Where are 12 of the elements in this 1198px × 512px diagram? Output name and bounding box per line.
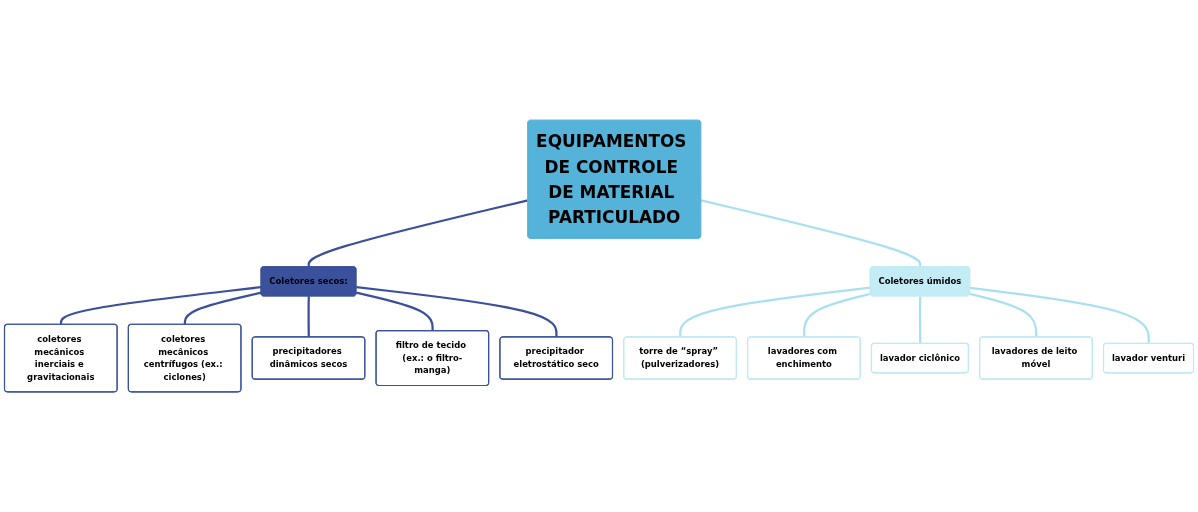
connector [356, 291, 434, 331]
connector [803, 292, 871, 338]
connector [183, 291, 262, 325]
connector [307, 199, 529, 267]
connector [307, 296, 310, 338]
connector [59, 286, 262, 325]
connector [700, 199, 922, 267]
connector [969, 286, 1150, 344]
connector [356, 286, 558, 338]
connector [969, 292, 1038, 338]
connector [918, 296, 922, 344]
connector [679, 286, 871, 338]
